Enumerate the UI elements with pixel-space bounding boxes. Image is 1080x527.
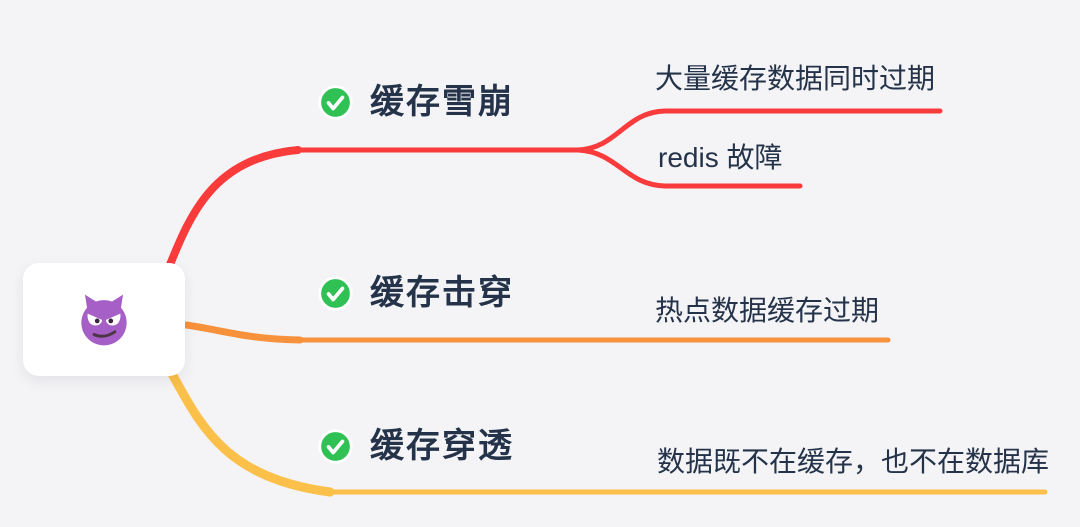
checkmark-tick	[326, 95, 345, 111]
branch-line-cache-avalanche	[163, 108, 943, 276]
checkmark-icon[interactable]	[317, 275, 354, 312]
checkmark-circle	[318, 85, 353, 120]
leaf-node-redis-failure[interactable]: redis 故障	[658, 142, 783, 173]
branch-label-text[interactable]: 缓存击穿	[370, 274, 514, 312]
orange-branch-curve	[182, 321, 304, 344]
checkmark-tick	[326, 286, 345, 302]
branch-label-text[interactable]: 缓存穿透	[370, 427, 514, 465]
checkmark-circle	[318, 276, 353, 311]
checkmark-icon[interactable]	[317, 428, 354, 465]
root-node[interactable]	[23, 263, 185, 376]
yellow-branch-curve	[166, 367, 335, 497]
devil-pupil-left	[94, 318, 100, 323]
checkmark-tick	[326, 439, 345, 455]
branch-node-cache-penetration[interactable]: 缓存穿透	[317, 427, 514, 465]
devil-pupil-right	[108, 318, 114, 323]
leaf-node-hot-data-expiry[interactable]: 热点数据缓存过期	[655, 295, 880, 326]
branch-node-cache-avalanche[interactable]: 缓存雪崩	[317, 83, 514, 121]
leaf-node-mass-cache-expiry[interactable]: 大量缓存数据同时过期	[655, 63, 936, 94]
checkmark-icon[interactable]	[317, 84, 354, 121]
devil-mouth	[92, 329, 117, 338]
branch-line-cache-penetration	[166, 367, 1048, 497]
devil-face-icon	[81, 294, 127, 345]
red-branch-curve	[163, 146, 302, 276]
leaf-node-data-nowhere[interactable]: 数据既不在缓存，也不在数据库	[657, 446, 1050, 477]
branch-label-text[interactable]: 缓存雪崩	[370, 83, 514, 121]
branch-line-cache-breakdown	[182, 321, 891, 344]
red-branch-fork-lower	[575, 147, 803, 189]
red-branch-fork-upper	[575, 108, 943, 153]
checkmark-circle	[318, 429, 353, 464]
branch-node-cache-breakdown[interactable]: 缓存击穿	[317, 274, 514, 312]
devil-face	[81, 299, 127, 345]
